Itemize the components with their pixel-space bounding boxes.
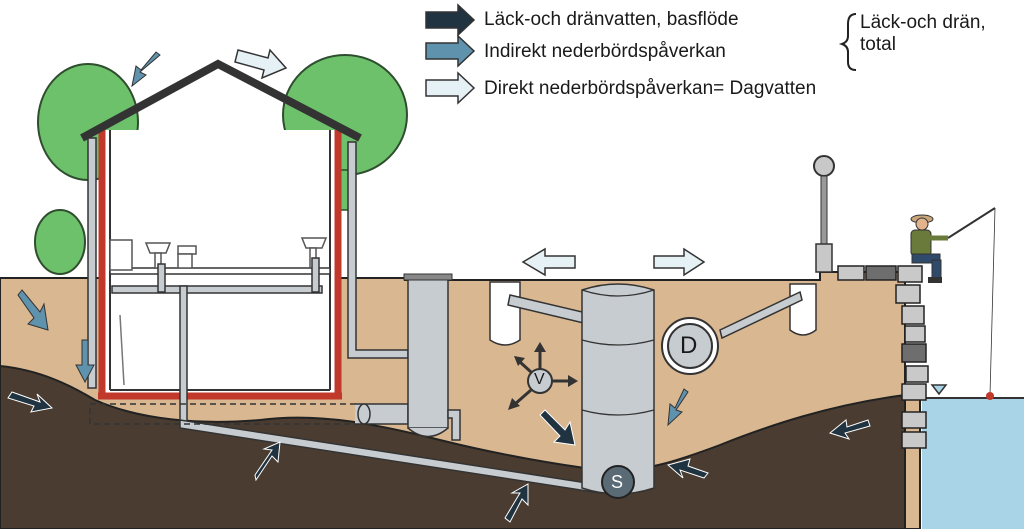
manhole-s-label: S bbox=[611, 472, 624, 492]
legend-arrow-baseflow bbox=[425, 3, 476, 37]
direct-stormwater-arrows bbox=[234, 48, 706, 277]
roof bbox=[80, 59, 362, 142]
water-level-icon bbox=[930, 384, 948, 396]
manhole-s bbox=[601, 465, 635, 499]
catch-basin-well bbox=[403, 273, 461, 441]
legend-group-label-line2: total bbox=[860, 34, 896, 55]
downpipe-left bbox=[87, 137, 97, 389]
legend-brace bbox=[838, 13, 857, 71]
legend-arrows bbox=[425, 3, 476, 105]
quay-wall bbox=[837, 265, 929, 449]
legend-label-baseflow: Läck-och dränvatten, basflöde bbox=[484, 9, 739, 30]
fisherman-figure bbox=[910, 207, 996, 400]
legend-label-indirect: Indirekt nederbördspåverkan bbox=[484, 41, 726, 62]
lake bbox=[922, 398, 1024, 529]
legend-arrow-indirect bbox=[425, 34, 476, 68]
legend-arrow-direct bbox=[425, 71, 476, 105]
indirect-arrows bbox=[17, 51, 689, 427]
legend-group-label-line1: Läck-och drän, bbox=[860, 12, 986, 33]
sewer-manhole bbox=[581, 283, 655, 495]
manhole-d-label: D bbox=[680, 332, 698, 359]
street-gully-left bbox=[489, 281, 596, 346]
baseflow-arrows bbox=[7, 391, 871, 523]
street-gully-right bbox=[719, 283, 817, 340]
manhole-v bbox=[508, 342, 578, 410]
manhole-d bbox=[661, 317, 719, 375]
subsoil-layer bbox=[0, 364, 906, 529]
legend-label-direct: Direkt nederbördspåverkan= Dagvatten bbox=[484, 78, 817, 99]
house bbox=[80, 59, 362, 400]
lamp-post bbox=[813, 155, 835, 273]
manhole-v-label: V bbox=[534, 371, 545, 388]
